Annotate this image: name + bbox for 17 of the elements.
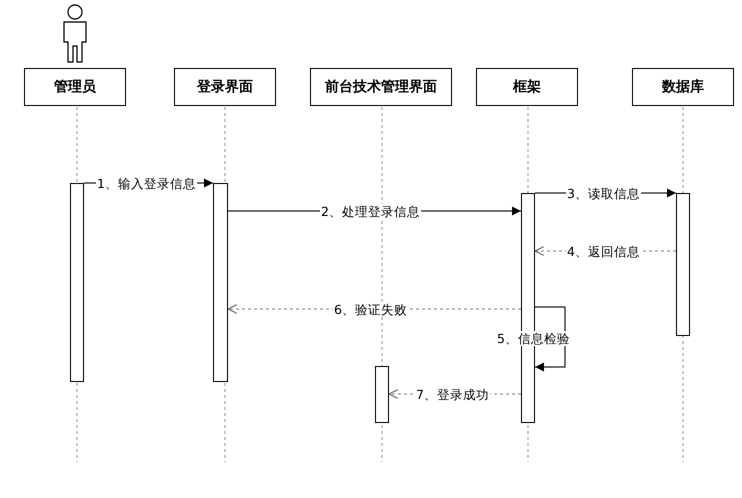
lifeline-header: 登录界面: [174, 68, 276, 106]
edge-label: 6、验证失败: [333, 302, 408, 317]
edge-label: 2、处理登录信息: [320, 204, 421, 219]
edge-label: 7、登录成功: [415, 387, 490, 402]
activation-bar: [70, 183, 84, 382]
activation-bar: [375, 366, 389, 423]
activation-bar: [676, 193, 690, 336]
edge-label: 1、输入登录信息: [96, 176, 197, 191]
edge-label: 5、信息检验: [496, 331, 571, 346]
edge-label: 3、读取信息: [566, 186, 641, 201]
activation-bar: [213, 183, 228, 382]
edge-label: 4、返回信息: [566, 244, 641, 259]
lifeline-header: 数据库: [632, 68, 734, 106]
lifeline-header: 管理员: [24, 68, 126, 106]
lifeline-header: 前台技术管理界面: [310, 68, 452, 106]
lifeline-header: 框架: [476, 68, 578, 106]
message-arrow: [534, 306, 566, 372]
